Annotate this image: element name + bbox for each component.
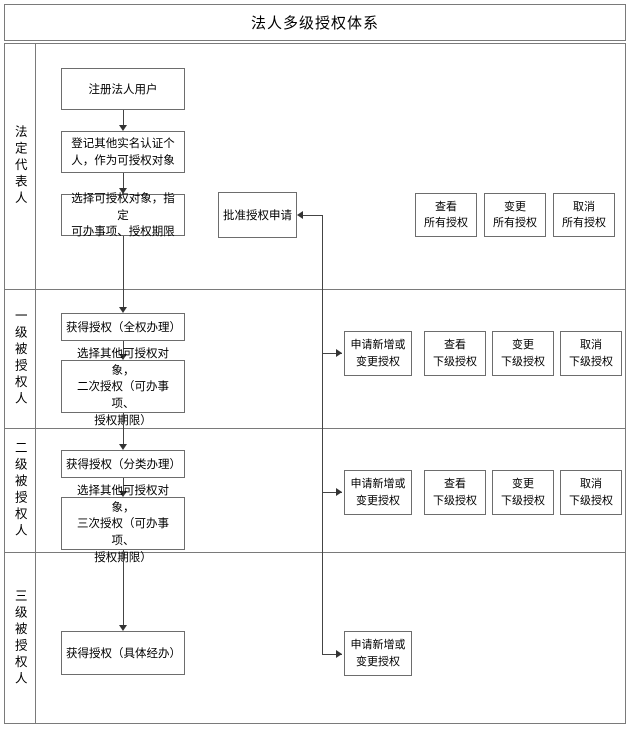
node-register-other-persons[interactable]: 登记其他实名认证个 人，作为可授权对象 — [61, 131, 185, 173]
lane-divider-1 — [4, 289, 626, 290]
lane-divider-2 — [4, 428, 626, 429]
arrowhead-down-3 — [119, 307, 127, 313]
connector-v-6 — [123, 478, 124, 493]
node-level1-get-auth[interactable]: 获得授权（全权办理） — [61, 313, 185, 341]
connector-v-7 — [123, 550, 124, 627]
connector-v-4 — [123, 341, 124, 356]
arrowhead-down-6 — [119, 491, 127, 497]
arrowhead-down-1 — [119, 125, 127, 131]
node-level1-sub-delegate[interactable]: 选择其他可授权对象， 二次授权（可办事项、 授权期限） — [61, 346, 185, 427]
connector-v-5 — [123, 413, 124, 446]
arrowhead-right-level1 — [336, 349, 342, 357]
arrowhead-down-4 — [119, 354, 127, 360]
node-level2-sub-delegate[interactable]: 选择其他可授权对象， 三次授权（可办事项、 授权期限） — [61, 483, 185, 564]
lane-label-legal-representative: 法定代表人 — [12, 124, 28, 208]
lane-label-column-divider — [35, 43, 36, 724]
node-level1-view-sub[interactable]: 查看 下级授权 — [424, 331, 486, 376]
node-level2-apply-change[interactable]: 申请新增或 变更授权 — [344, 470, 412, 515]
node-level1-cancel-sub[interactable]: 取消 下级授权 — [560, 331, 622, 376]
node-level2-cancel-sub[interactable]: 取消 下级授权 — [560, 470, 622, 515]
connector-v-1 — [123, 110, 124, 127]
diagram-title-bar: 法人多级授权体系 — [4, 4, 626, 41]
connector-v-3 — [123, 236, 124, 309]
diagram-body-frame — [4, 43, 626, 724]
node-change-all-auth[interactable]: 变更 所有授权 — [484, 193, 546, 237]
arrowhead-left-approve — [297, 211, 303, 219]
node-level2-view-sub[interactable]: 查看 下级授权 — [424, 470, 486, 515]
node-level1-change-sub[interactable]: 变更 下级授权 — [492, 331, 554, 376]
node-cancel-all-auth[interactable]: 取消 所有授权 — [553, 193, 615, 237]
connector-v-2 — [123, 173, 124, 190]
lane-label-level-1-authorized: 一级被授权人 — [12, 309, 28, 408]
connector-application-trunk — [322, 215, 323, 655]
lane-label-level-2-authorized: 二级被授权人 — [12, 440, 28, 540]
node-level2-get-auth[interactable]: 获得授权（分类办理） — [61, 450, 185, 478]
connector-level2-apply-branch — [322, 492, 342, 493]
arrowhead-down-2 — [119, 188, 127, 194]
node-level3-apply-change[interactable]: 申请新增或 变更授权 — [344, 631, 412, 676]
node-select-target-and-scope[interactable]: 选择可授权对象，指定 可办事项、授权期限 — [61, 191, 185, 238]
arrowhead-down-5 — [119, 444, 127, 450]
connector-level3-apply-branch — [322, 654, 342, 655]
node-view-all-auth[interactable]: 查看 所有授权 — [415, 193, 477, 237]
arrowhead-down-7 — [119, 625, 127, 631]
connector-approve-inflow — [303, 215, 323, 216]
node-level1-apply-change[interactable]: 申请新增或 变更授权 — [344, 331, 412, 376]
node-level2-change-sub[interactable]: 变更 下级授权 — [492, 470, 554, 515]
arrowhead-right-level2 — [336, 488, 342, 496]
node-approve-auth-request[interactable]: 批准授权申请 — [218, 192, 297, 238]
diagram-title: 法人多级授权体系 — [250, 14, 379, 32]
lane-divider-3 — [4, 552, 626, 553]
node-register-legal-user[interactable]: 注册法人用户 — [61, 68, 185, 110]
arrowhead-right-level3 — [336, 650, 342, 658]
connector-level1-apply-branch — [322, 353, 342, 354]
lane-label-level-3-authorized: 三级被授权人 — [12, 588, 28, 688]
node-level3-get-auth[interactable]: 获得授权（具体经办） — [61, 631, 185, 675]
